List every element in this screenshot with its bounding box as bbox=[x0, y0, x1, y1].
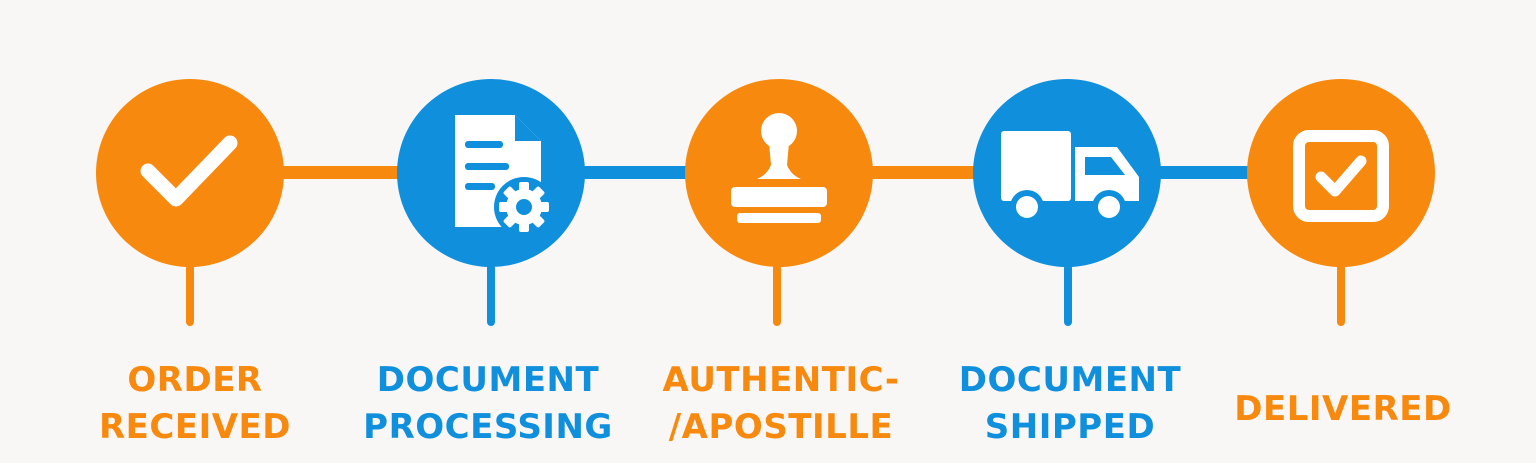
step-4-label: DOCUMENT SHIPPED bbox=[925, 357, 1215, 451]
step-4-label-line-2: SHIPPED bbox=[984, 407, 1156, 447]
stamp-icon bbox=[731, 113, 827, 223]
step-2-label-line-2: PROCESSING bbox=[363, 407, 613, 447]
checkbox-icon bbox=[1293, 130, 1389, 222]
document-gear-icon bbox=[455, 115, 554, 237]
connector-4 bbox=[1155, 166, 1255, 179]
step-2-label-line-1: DOCUMENT bbox=[376, 360, 600, 400]
step-2-label: DOCUMENT PROCESSING bbox=[343, 357, 633, 451]
step-2-stem bbox=[487, 264, 495, 326]
step-3-label-line-1: AUTHENTIC- bbox=[662, 360, 900, 400]
step-5-label-line-1: DELIVERED bbox=[1234, 389, 1452, 429]
step-3-stem bbox=[773, 264, 781, 326]
step-1-circle bbox=[96, 79, 284, 267]
step-3-label-line-2: /APOSTILLE bbox=[668, 407, 894, 447]
step-3-label: AUTHENTIC- /APOSTILLE bbox=[636, 357, 926, 451]
step-4-stem bbox=[1064, 264, 1072, 326]
step-1-label-line-1: ORDER bbox=[127, 360, 263, 400]
step-3-circle bbox=[685, 79, 873, 267]
truck-icon bbox=[1001, 131, 1139, 224]
step-1-label-line-2: RECEIVED bbox=[99, 407, 291, 447]
connector-3 bbox=[865, 166, 980, 179]
step-5-circle bbox=[1247, 79, 1435, 267]
checkmark-icon bbox=[140, 135, 238, 207]
step-5-label: DELIVERED bbox=[1198, 386, 1488, 433]
step-5-stem bbox=[1337, 264, 1345, 326]
step-1-stem bbox=[186, 264, 194, 326]
connector-2 bbox=[578, 166, 693, 179]
step-2-circle bbox=[397, 79, 585, 267]
step-4-label-line-1: DOCUMENT bbox=[958, 360, 1182, 400]
connector-1 bbox=[280, 166, 405, 179]
step-1-label: ORDER RECEIVED bbox=[50, 357, 340, 451]
step-4-circle bbox=[973, 79, 1161, 267]
